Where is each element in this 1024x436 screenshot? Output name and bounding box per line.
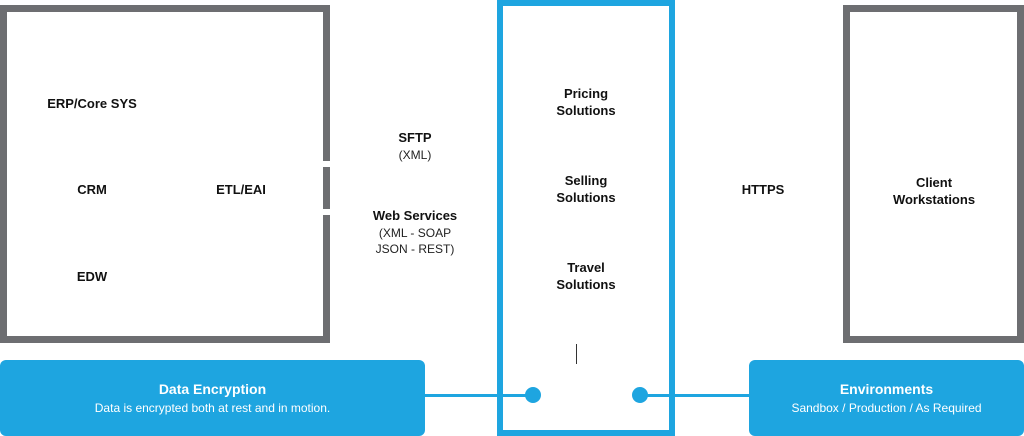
client-workstations-box xyxy=(843,5,1024,343)
pricing-solutions-line-1: Pricing xyxy=(563,86,609,101)
pricing-solutions-line-2: Solutions xyxy=(556,103,616,118)
encryption-connector-line xyxy=(424,394,534,397)
environments-connector-line xyxy=(640,394,750,397)
text-cursor xyxy=(576,344,577,364)
environments-banner: Environments Sandbox / Production / As R… xyxy=(749,360,1024,436)
environments-connector-dot xyxy=(632,387,648,403)
source-systems-box xyxy=(0,5,330,343)
solutions-box xyxy=(497,0,675,436)
etl-eai-label: ETL/EAI xyxy=(216,182,266,197)
https-label: HTTPS xyxy=(741,182,785,197)
data-encryption-banner: Data Encryption Data is encrypted both a… xyxy=(0,360,425,436)
sftp-label: SFTP xyxy=(398,130,432,145)
selling-solutions-line-1: Selling xyxy=(564,173,608,188)
web-services-format-1: (XML - SOAP xyxy=(378,226,452,240)
data-encryption-subtitle: Data is encrypted both at rest and in mo… xyxy=(94,401,331,415)
data-encryption-title: Data Encryption xyxy=(158,381,267,397)
travel-solutions-line-1: Travel xyxy=(567,260,605,275)
left-box-port-top xyxy=(321,161,333,167)
web-services-format-2: JSON - REST) xyxy=(375,242,455,256)
edw-label: EDW xyxy=(76,269,108,284)
sftp-format: (XML) xyxy=(398,148,432,162)
environments-title: Environments xyxy=(839,381,934,397)
encryption-connector-dot xyxy=(525,387,541,403)
travel-solutions-line-2: Solutions xyxy=(556,277,616,292)
selling-solutions-line-2: Solutions xyxy=(556,190,616,205)
client-workstations-line-2: Workstations xyxy=(892,192,976,207)
environments-subtitle: Sandbox / Production / As Required xyxy=(791,401,982,415)
erp-core-sys-label: ERP/Core SYS xyxy=(47,96,137,111)
left-box-port-bottom xyxy=(321,209,333,215)
web-services-label: Web Services xyxy=(372,208,458,223)
client-workstations-line-1: Client xyxy=(915,175,953,190)
crm-label: CRM xyxy=(77,182,107,197)
